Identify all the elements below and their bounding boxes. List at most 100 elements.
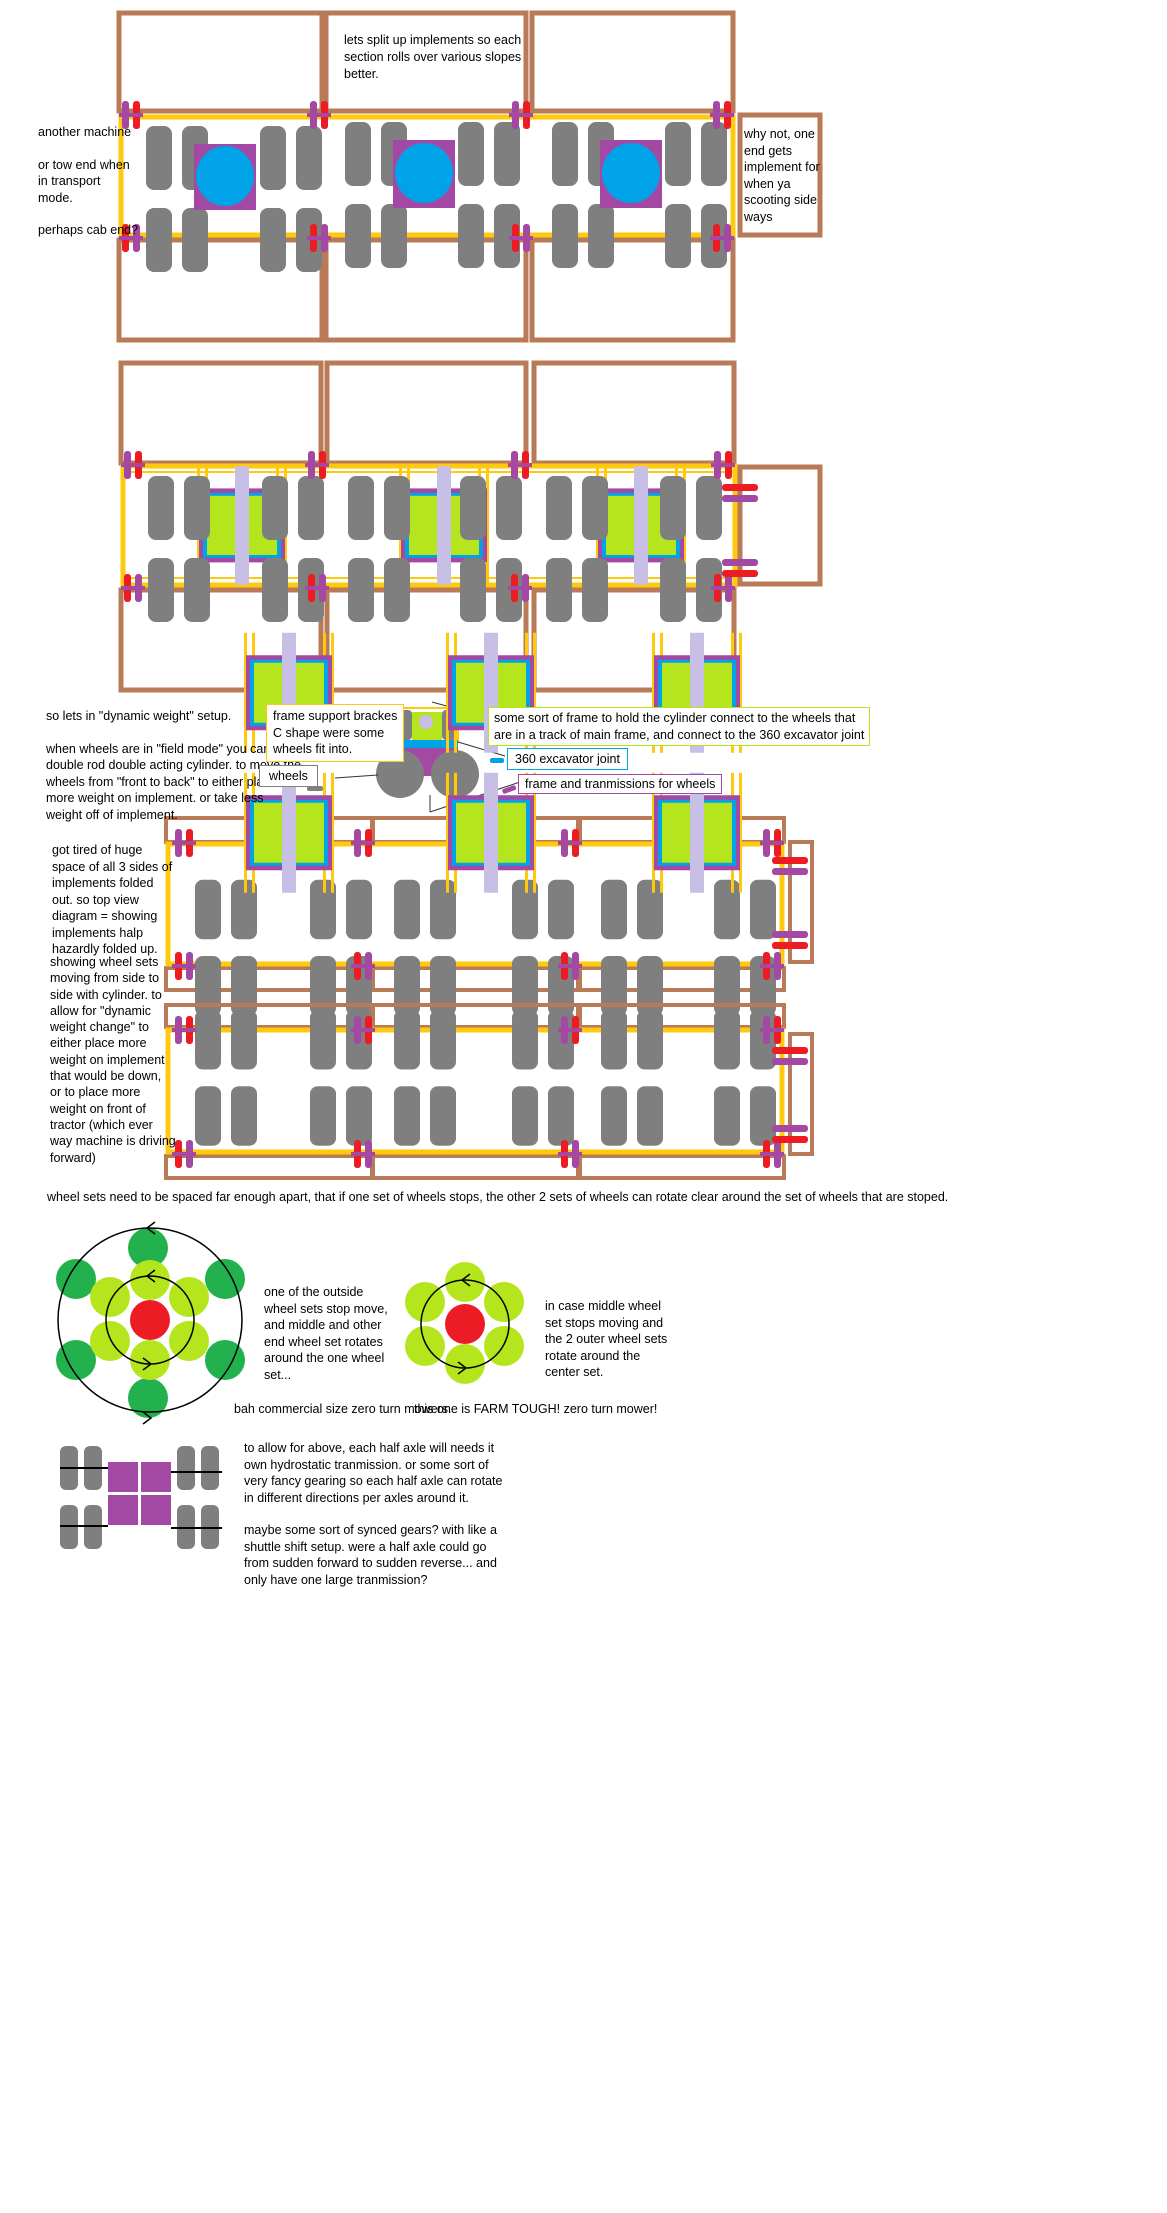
excavator-joint [196, 146, 254, 206]
note-line: tractor (which ever [50, 1117, 153, 1132]
note-line: from sudden forward to sudden reverse...… [244, 1556, 497, 1570]
note-line: implement for [744, 160, 820, 174]
implement-top-3 [531, 360, 737, 466]
note-line: weight on front of [50, 1101, 146, 1116]
orbit-wheel-light [90, 1321, 130, 1361]
note-line: maybe some sort of synced gears? with li… [244, 1523, 497, 1537]
implement-bottom-1 [116, 237, 325, 343]
legend-line: C shape were some [273, 725, 385, 740]
legend-line: frame and tranmissions for wheels [525, 777, 716, 791]
note-line: end wheel set rotates [264, 1334, 383, 1349]
legend-line: some sort of frame to hold the cylinder … [494, 711, 856, 725]
note-axle: to allow for above, each half axle will … [244, 1440, 502, 1588]
orbit-wheel-dark [128, 1378, 168, 1418]
axle-diagram [60, 1446, 222, 1549]
note-line: got tired of huge [52, 843, 143, 857]
note-line: center set. [545, 1365, 604, 1379]
orbit-wheel-light [90, 1277, 130, 1317]
note-dynamic: so lets in "dynamic weight" setup. when … [46, 708, 304, 823]
note-line: diagram = showing [52, 909, 158, 923]
orbit-wheel-light [484, 1326, 524, 1366]
wheel-icon [376, 750, 424, 798]
note-line: this one is FARM TOUGH! zero turn mower! [414, 1402, 658, 1416]
legend-line: frame support brackes [273, 709, 398, 723]
orbit-diagram-outer [56, 1221, 245, 1425]
orbit-wheel-dark [128, 1228, 168, 1268]
transmission-block [108, 1462, 138, 1492]
note-line: set stops moving and [545, 1315, 664, 1330]
excavator-joint [602, 143, 660, 203]
note-line: double rod double acting cylinder. to mo… [46, 758, 302, 772]
transmission-block [108, 1495, 138, 1525]
note-line: space of all 3 sides of [52, 859, 173, 874]
note-line: and middle and other [264, 1318, 382, 1332]
note-line: implements folded [52, 876, 154, 890]
note-line: section rolls over various slopes [344, 50, 522, 64]
note-line: ways [744, 209, 773, 224]
note-line: wheels from "front to back" to either pl… [46, 774, 277, 789]
note-line: when wheels are in "field mode" you can … [46, 741, 305, 756]
note-split: lets split up implements so each section… [344, 32, 521, 83]
note-line: perhaps cab end? [38, 223, 139, 237]
note-line: in different directions per axles around… [244, 1490, 469, 1505]
legend-joint: 360 excavator joint [507, 748, 628, 770]
note-line: forward) [50, 1150, 96, 1165]
note-line: allow for "dynamic [50, 1003, 152, 1018]
main-frame [120, 463, 738, 588]
implement-top-1 [118, 360, 324, 466]
wheel-set [195, 879, 257, 1016]
note-line: moving from side to [50, 971, 160, 986]
orbit-wheel-dark [56, 1340, 96, 1380]
note-showing: showing wheel sets moving from side to s… [50, 954, 176, 1166]
note-tired: got tired of huge space of all 3 sides o… [52, 842, 172, 958]
legend-line: are in a track of main frame, and connec… [494, 727, 865, 742]
note-line: around the one wheel [264, 1351, 385, 1365]
note-line: when ya [744, 176, 791, 191]
wheel-set [714, 879, 776, 1016]
implement-top-3 [529, 10, 736, 114]
note-line: bah commercial size zero turn mowers. [234, 1402, 452, 1416]
note-line: set... [264, 1367, 292, 1382]
diagram-1 [116, 10, 823, 343]
orbit-wheel-light [130, 1340, 170, 1380]
transmission-block [141, 1462, 171, 1492]
legend-frame-cylinder: some sort of frame to hold the cylinder … [488, 707, 871, 746]
note-line: or tow end when [38, 157, 130, 172]
orbit-wheel-dark [205, 1259, 245, 1299]
note-line: very fancy gearing so each half axle can… [244, 1474, 503, 1488]
note-spaced: wheel sets need to be spaced far enough … [47, 1188, 948, 1207]
wheel-set [394, 879, 456, 1016]
orbit-wheel-dark [56, 1259, 96, 1299]
diagram-4 [164, 772, 814, 1180]
note-farm: this one is FARM TOUGH! zero turn mower! [414, 1400, 657, 1419]
note-line: own hydrostatic tranmission. or some sor… [244, 1457, 489, 1472]
implement-top-2 [324, 360, 529, 466]
legend-wheels: wheels [259, 765, 318, 787]
diagram-2 [118, 360, 823, 693]
implement-end [737, 464, 823, 587]
wheel-set [310, 879, 372, 1016]
orbit-center [130, 1300, 170, 1340]
implement-end [737, 112, 823, 238]
transmission-block [141, 1495, 171, 1525]
note-line: end gets [744, 143, 792, 158]
legend-brackets: frame support brackes C shape were some … [266, 704, 405, 762]
note-line: wheel sets need to be spaced far enough … [47, 1190, 949, 1204]
implement-bottom-2 [323, 237, 529, 343]
note-line: rotate around the [545, 1348, 641, 1363]
note-line: lets split up implements so each [344, 33, 522, 47]
legend-line: wheels [269, 769, 308, 783]
note-line: either place more [50, 1036, 147, 1051]
note-line: weight on implement [50, 1052, 165, 1067]
note-line: one of the outside [264, 1285, 364, 1299]
legend-line: wheels fit into. [273, 742, 353, 756]
note-line: only have one large tranmission? [244, 1572, 428, 1587]
note-line: in transport [38, 174, 101, 188]
note-line: way machine is driving [50, 1134, 176, 1149]
note-line: that would be down, [50, 1069, 162, 1084]
orbit-wheel-light [484, 1282, 524, 1322]
main-frame [118, 114, 736, 238]
note-why-not: why not, one end gets implement for when… [744, 126, 820, 225]
note-line: so lets in "dynamic weight" setup. [46, 709, 232, 723]
orbit-diagram-center [405, 1262, 524, 1384]
